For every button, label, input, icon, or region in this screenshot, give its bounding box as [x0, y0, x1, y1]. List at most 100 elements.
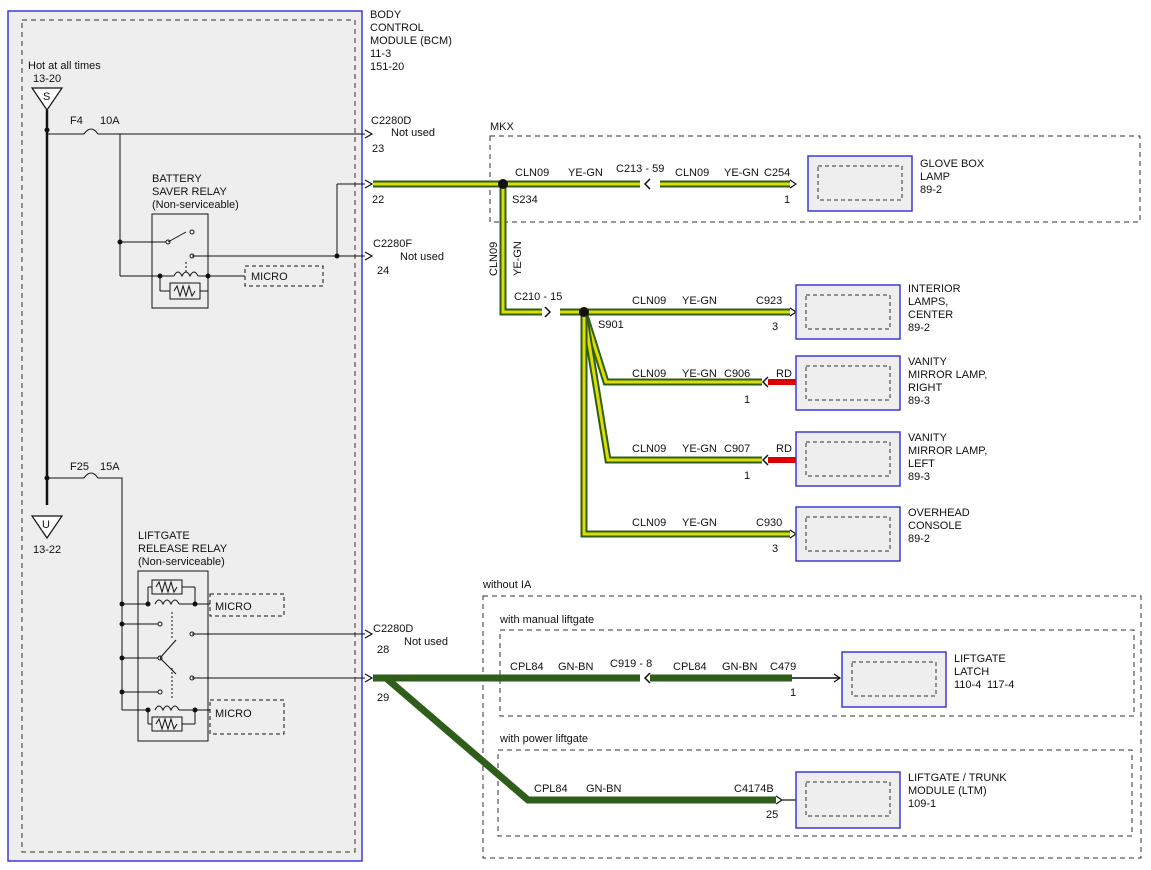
load4-title-2: CONSOLE — [908, 520, 962, 532]
load4-ref: 89-2 — [908, 533, 930, 545]
load2-title-3: RIGHT — [908, 382, 943, 394]
latch-title-2: LATCH — [954, 666, 989, 678]
m-w1-color: GN-BN — [558, 661, 594, 673]
glove-box-title-2: LAMP — [920, 171, 950, 183]
load1-color: YE-GN — [682, 295, 717, 307]
load4-circuit: CLN09 — [632, 517, 666, 529]
power-liftgate-label: with power liftgate — [499, 733, 588, 745]
p-circuit: CPL84 — [534, 783, 568, 795]
latch-ref-1: 110-4 — [954, 679, 981, 691]
svg-text:151-20: 151-20 — [370, 61, 404, 73]
mkx-w2-circuit: CLN09 — [675, 167, 709, 179]
svg-text:SAVER RELAY: SAVER RELAY — [152, 186, 227, 198]
c2280f: C2280F — [373, 238, 412, 250]
ltm-title-1: LIFTGATE / TRUNK — [908, 772, 1007, 784]
pin-29: 29 — [377, 692, 389, 704]
load2-connector: C906 — [724, 368, 750, 380]
load3-circuit: CLN09 — [632, 443, 666, 455]
fuse-f4-icon — [47, 128, 365, 135]
load4-title-1: OVERHEAD — [908, 507, 970, 519]
wires-ye-gn — [373, 180, 790, 538]
splice-s234-label: S234 — [512, 194, 538, 206]
source-s-icon: S — [30, 87, 64, 112]
m-pin: 1 — [790, 687, 796, 699]
latch-title-1: LIFTGATE — [954, 653, 1006, 665]
fuse-f25-icon — [47, 472, 123, 710]
mkx-connector: C254 — [764, 167, 790, 179]
fuse-f25: F25 — [70, 461, 89, 473]
load3-title-1: VANITY — [908, 432, 948, 444]
load1-title-1: INTERIOR — [908, 283, 961, 295]
manual-liftgate-region — [499, 629, 1135, 717]
not-used-f: Not used — [400, 251, 444, 263]
vanity-mirror-lamp-left — [795, 431, 901, 487]
p-color: GN-BN — [586, 783, 622, 795]
splice-s901-label: S901 — [598, 319, 624, 331]
bcm-title: BODY CONTROL MODULE (BCM) 11-3 151-20 — [370, 9, 452, 73]
pin-24: 24 — [377, 265, 389, 277]
load1-connector: C923 — [756, 295, 782, 307]
glove-box-lamp — [807, 155, 913, 212]
pin-22: 22 — [372, 194, 384, 206]
inline-c210: C210 - 15 — [514, 291, 562, 303]
p-connector: C4174B — [734, 783, 774, 795]
load1-circuit: CLN09 — [632, 295, 666, 307]
load2-lead: RD — [776, 368, 792, 380]
load1-pin: 3 — [772, 321, 778, 333]
load2-title-2: MIRROR LAMP, — [908, 369, 987, 381]
pin-28: 28 — [377, 644, 389, 656]
svg-text:LIFTGATE: LIFTGATE — [138, 530, 190, 542]
mkx-pin: 1 — [784, 194, 790, 206]
load3-color: YE-GN — [682, 443, 717, 455]
hot-label: Hot at all times — [28, 60, 101, 72]
load4-connector: C930 — [756, 517, 782, 529]
latch-ref-2: 117-4 — [987, 679, 1014, 691]
svg-text:MODULE (BCM): MODULE (BCM) — [370, 35, 452, 47]
ltm-ref: 109-1 — [908, 798, 936, 810]
fuse-f25-amp: 15A — [100, 461, 120, 473]
splice-s234 — [498, 179, 508, 189]
svg-text:S: S — [43, 91, 50, 103]
m-w2-color: GN-BN — [722, 661, 758, 673]
load2-title-1: VANITY — [908, 356, 948, 368]
fuse-f4-amp: 10A — [100, 115, 120, 127]
svg-text:RELEASE RELAY: RELEASE RELAY — [138, 543, 228, 555]
micro-liftgate-1: MICRO — [215, 601, 252, 613]
vertical-circuit: CLN09 — [488, 242, 500, 276]
svg-text:U: U — [42, 519, 50, 531]
mkx-w2-color: YE-GN — [724, 167, 759, 179]
liftgate-trunk-module — [795, 771, 901, 829]
glove-box-title-1: GLOVE BOX — [920, 158, 985, 170]
svg-text:BODY: BODY — [370, 9, 402, 21]
micro-battery: MICRO — [251, 271, 288, 283]
liftgate-release-relay: LIFTGATE RELEASE RELAY (Non-serviceable) — [119, 530, 228, 742]
load4-color: YE-GN — [682, 517, 717, 529]
svg-text:(Non-serviceable): (Non-serviceable) — [152, 199, 239, 211]
liftgate-latch — [841, 651, 947, 708]
wires-gn-bn — [373, 674, 792, 804]
source-u-icon: U — [30, 515, 64, 540]
c2280d-bottom: C2280D — [373, 623, 413, 635]
not-used-top: Not used — [391, 127, 435, 139]
s-ref: 13-20 — [33, 73, 61, 85]
load2-color: YE-GN — [682, 368, 717, 380]
splice-s901 — [579, 307, 589, 317]
not-used-bottom: Not used — [404, 636, 448, 648]
load4-pin: 3 — [772, 543, 778, 555]
u-ref: 13-22 — [33, 544, 61, 556]
without-ia-label: without IA — [482, 579, 532, 591]
svg-text:(Non-serviceable): (Non-serviceable) — [138, 556, 225, 568]
mkx-w1-circuit: CLN09 — [515, 167, 549, 179]
load3-title-3: LEFT — [908, 458, 935, 470]
svg-text:CONTROL: CONTROL — [370, 22, 424, 34]
p-pin: 25 — [766, 809, 778, 821]
power-liftgate-region — [497, 749, 1133, 837]
vanity-mirror-lamp-right — [795, 355, 901, 411]
interior-lamps — [795, 284, 901, 340]
battery-saver-relay: BATTERY SAVER RELAY (Non-serviceable) — [120, 173, 245, 309]
micro-liftgate-2: MICRO — [215, 708, 252, 720]
without-ia-region — [482, 595, 1142, 859]
load3-lead: RD — [776, 443, 792, 455]
mkx-w1-color: YE-GN — [568, 167, 603, 179]
